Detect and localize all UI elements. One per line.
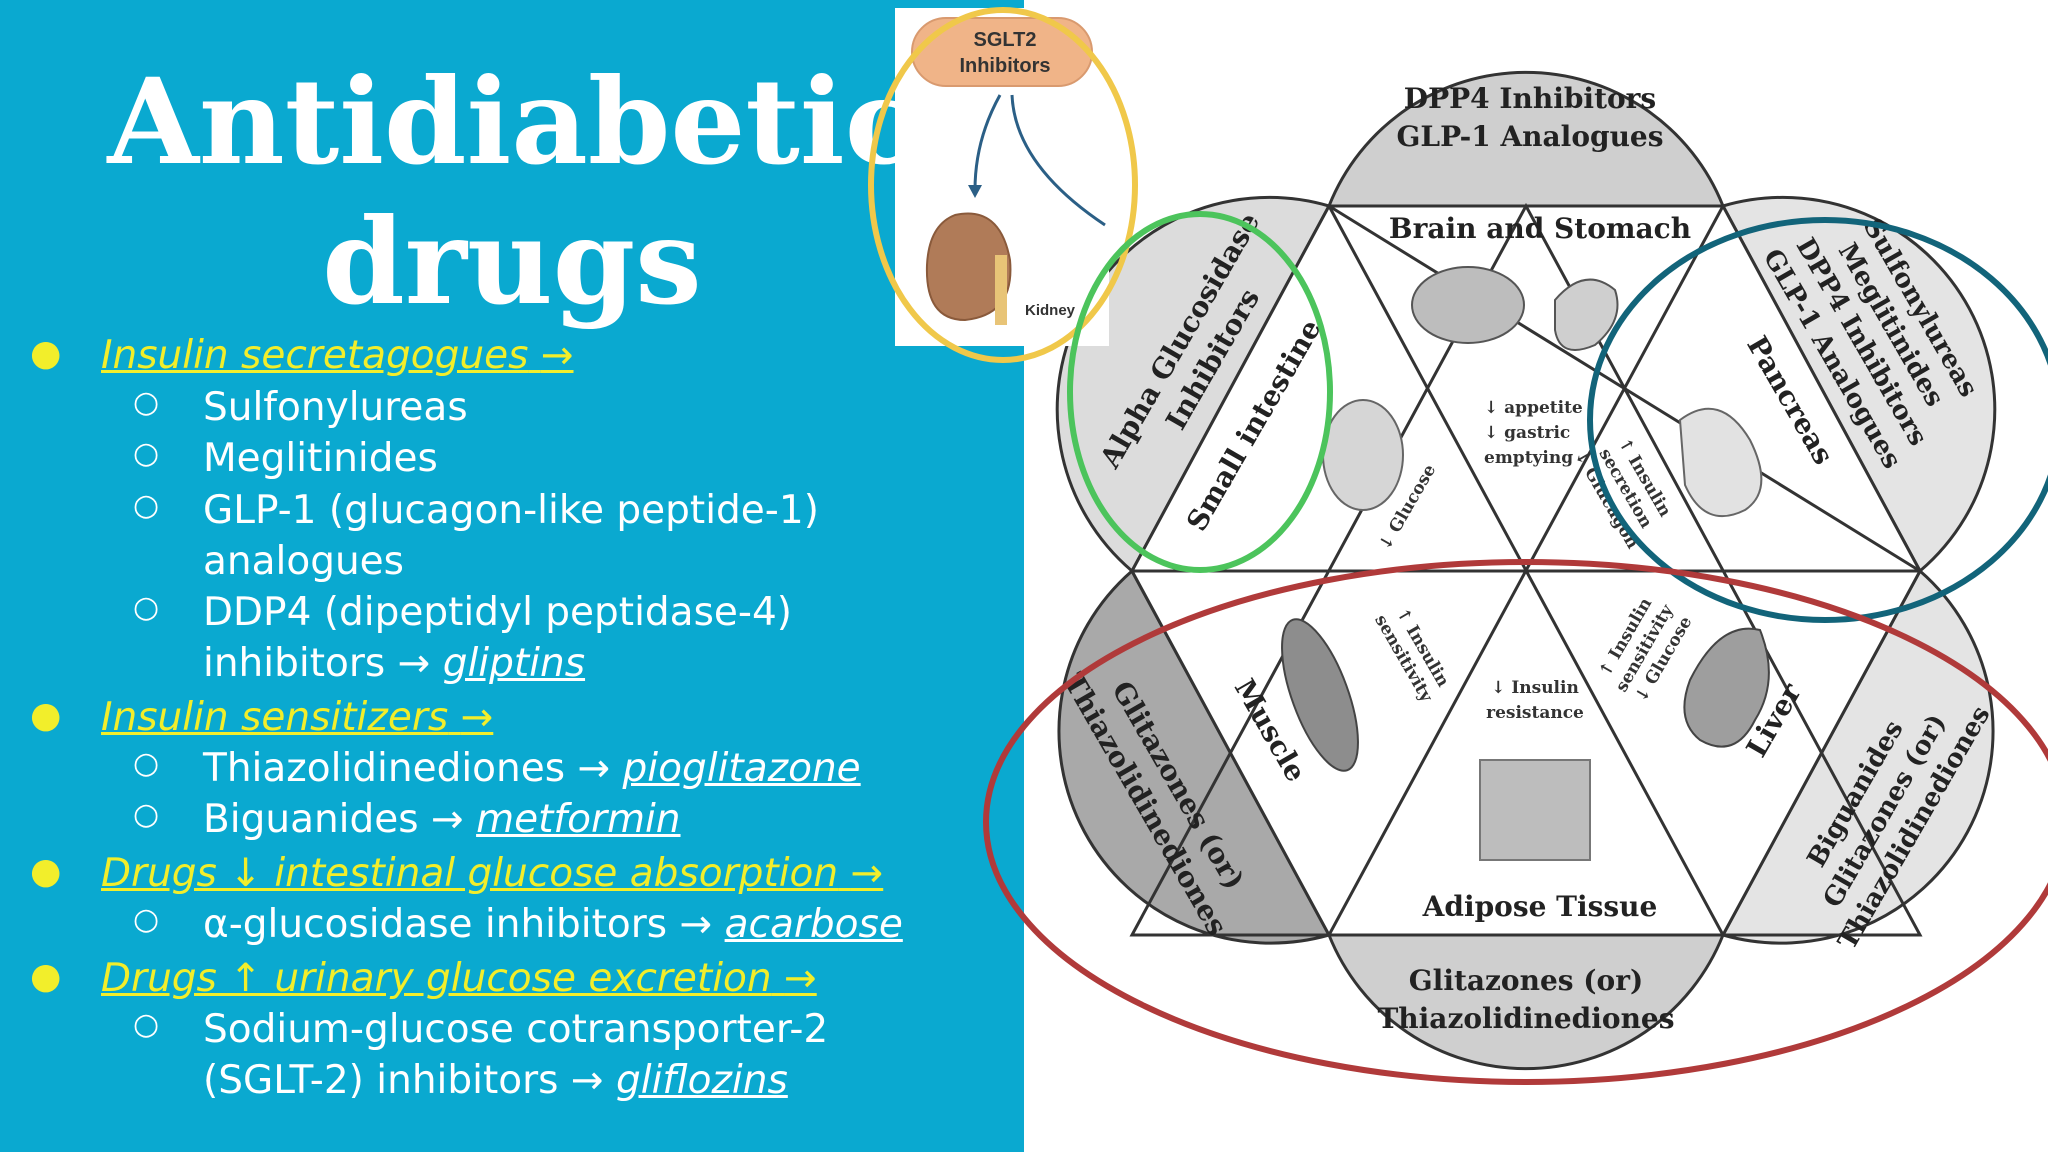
example-drug: gliptins: [442, 641, 586, 686]
liver-icon: [1683, 627, 1770, 748]
example-drug: acarbose: [724, 902, 903, 947]
organ-illustrations: [1281, 266, 1770, 861]
muscle-icon: [1281, 618, 1359, 772]
arrow-to-kidney-icon: [973, 94, 1002, 191]
curve-line-icon: [1010, 94, 1106, 227]
brain-effect-1: ↓ appetite: [1484, 398, 1583, 418]
title-line-1: Antidiabetic: [107, 52, 917, 191]
sub-bullet: ○: [133, 590, 160, 625]
highlight-rings: [868, 7, 2048, 1085]
sglt2-pill-line-2: Inhibitors: [959, 55, 1050, 77]
green-highlight-ring: [1067, 211, 1333, 573]
brain-effect-2: ↓ gastric: [1484, 423, 1570, 443]
bullet-dot: ●: [30, 333, 62, 374]
teal-highlight-ring: [1587, 217, 2048, 623]
example-drug: gliflozins: [615, 1058, 788, 1103]
intestine-icon: [1322, 399, 1404, 511]
sub-bullet: ○: [133, 488, 160, 523]
cap-top: [1326, 70, 1726, 208]
cap-lower-right: [1720, 568, 1995, 945]
red-highlight-ring: [983, 559, 2048, 1085]
kidney-icon: [925, 212, 1012, 322]
sub-bullet: ○: [133, 385, 160, 420]
bullet-heading: Drugs ↑ urinary glucose excretion →: [101, 956, 817, 1001]
sub-bullet: ○: [133, 1007, 160, 1042]
sub-bullet: ○: [133, 746, 160, 781]
pancreas-icon: [1678, 407, 1763, 518]
stomach-icon: [1554, 278, 1619, 351]
brain-effect-3: emptying: [1484, 448, 1573, 468]
cap-lower-left: [1057, 568, 1332, 945]
bullet-heading: Insulin secretagogues →: [101, 333, 574, 378]
center-effect-1: ↓ Insulin: [1491, 678, 1579, 698]
bullet-dot: ●: [30, 956, 62, 997]
kidney-label: Kidney: [1025, 302, 1076, 319]
brain-icon: [1411, 266, 1525, 344]
cap-bottom-label-2: Thiazolidinediones: [1377, 1002, 1674, 1035]
bullet-dot: ●: [30, 695, 62, 736]
bullet-heading: Drugs ↓ intestinal glucose absorption →: [101, 851, 884, 896]
diagram-caps: [1055, 70, 1997, 1071]
cap-top-label-2: GLP-1 Analogues: [1396, 120, 1663, 153]
cap-bottom-label-1: Glitazones (or): [1409, 964, 1643, 997]
cap-top-label-1: DPP4 Inhibitors: [1404, 82, 1656, 115]
cap-upper-right: [1720, 195, 1997, 574]
arrowhead-icon: [968, 185, 982, 198]
ureter-icon: [995, 255, 1007, 325]
center-effect-2: resistance: [1486, 703, 1584, 723]
cap-bottom: [1326, 933, 1726, 1071]
yellow-highlight-ring: [868, 7, 1138, 363]
sub-bullet: ○: [133, 902, 160, 937]
sglt2-inset: SGLT2 Inhibitors Kidney: [895, 8, 1109, 346]
adipose-tissue-label: Adipose Tissue: [1422, 890, 1658, 923]
brain-stomach-label: Brain and Stomach: [1389, 212, 1691, 245]
example-drug: metformin: [476, 797, 681, 842]
bullet-heading: Insulin sensitizers →: [101, 695, 494, 740]
left-panel: Antidiabetic drugs ● Insulin secretagogu…: [0, 0, 1024, 1152]
sub-bullet: ○: [133, 436, 160, 471]
title-line-2: drugs: [322, 192, 702, 331]
bullet-dot: ●: [30, 851, 62, 892]
example-drug: pioglitazone: [622, 746, 861, 791]
sub-bullet: ○: [133, 797, 160, 832]
adipose-icon: [1479, 759, 1591, 861]
sglt2-pill-line-1: SGLT2: [974, 29, 1037, 51]
